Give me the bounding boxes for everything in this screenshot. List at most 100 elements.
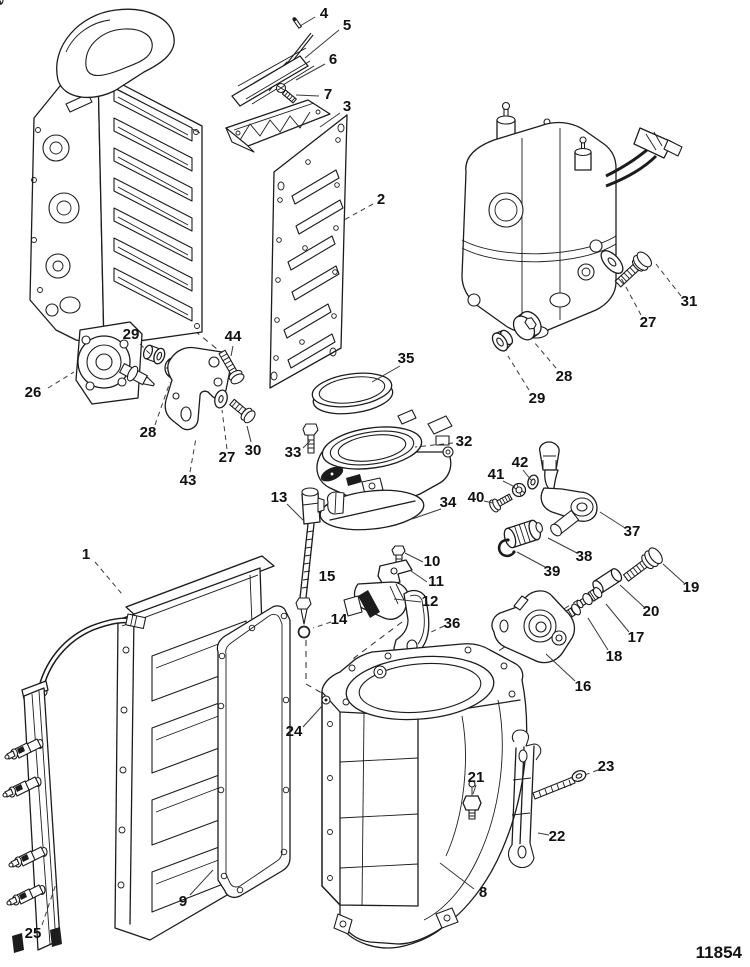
bracket-43 — [164, 346, 232, 431]
callout-leader-3 — [319, 112, 341, 128]
reed-screw-7 — [275, 82, 297, 104]
sensor-shaft-15 — [295, 523, 315, 625]
fuel-rail-25 — [0, 0, 147, 953]
callout-18: 18 — [606, 648, 623, 665]
callout-leader-37 — [599, 511, 626, 529]
callout-leader-1 — [94, 561, 123, 595]
callout-leader-26 — [47, 371, 75, 389]
callout-25: 25 — [25, 925, 42, 942]
callout-10: 10 — [424, 553, 441, 570]
reed-shim-plates-6 — [231, 47, 315, 107]
bolt-30 — [229, 398, 256, 424]
callout-27: 27 — [219, 449, 236, 466]
callout-leader-16 — [545, 653, 576, 682]
callout-leader-36 — [426, 625, 445, 635]
bracket-22 — [507, 729, 542, 869]
callout-leader-40 — [483, 500, 494, 504]
callout-31: 31 — [681, 293, 698, 310]
clip-39 — [497, 538, 516, 558]
callout-22: 22 — [549, 828, 566, 845]
callout-leader-23 — [581, 769, 599, 777]
callout-leader-21 — [472, 784, 477, 795]
callout-leader-44 — [230, 345, 234, 357]
bolt-31 — [614, 251, 653, 288]
harness-connector — [633, 127, 673, 159]
callout-leader-29 — [139, 343, 151, 355]
callout-6: 6 — [329, 51, 337, 68]
callout-14: 14 — [331, 611, 348, 628]
callout-7: 7 — [324, 86, 332, 103]
bracket-16 — [491, 590, 576, 664]
grommet-29-right — [491, 329, 514, 352]
callout-13: 13 — [271, 489, 288, 506]
callout-36: 36 — [444, 615, 461, 632]
callout-29: 29 — [123, 326, 140, 343]
callout-leader-18 — [587, 617, 609, 651]
callout-26: 26 — [25, 384, 42, 401]
callout-leader-24 — [302, 705, 323, 728]
sensor-13 — [301, 487, 325, 525]
callout-42: 42 — [512, 454, 529, 471]
callout-leader-4 — [299, 16, 316, 27]
callout-1: 1 — [82, 546, 90, 563]
throttle-plate-34 — [319, 489, 425, 531]
callout-28: 28 — [556, 368, 573, 385]
callout-leader-7 — [295, 94, 320, 97]
callout-5: 5 — [343, 17, 351, 34]
clamp-11 — [377, 559, 413, 587]
divider-plate-2 — [269, 114, 348, 389]
sensor-clip — [326, 491, 345, 515]
callout-3: 3 — [343, 98, 351, 115]
tps-sensor-12 — [343, 581, 409, 620]
callout-leader-14 — [312, 621, 332, 629]
bushing-38 — [503, 519, 543, 549]
callout-leader-19 — [662, 563, 685, 584]
callout-leader-43 — [189, 437, 197, 473]
callout-11: 11 — [428, 573, 444, 590]
spacer-29-left — [142, 344, 166, 365]
callout-19: 19 — [683, 579, 700, 596]
washer-27-right — [600, 250, 624, 274]
callout-34: 34 — [440, 494, 457, 511]
callout-32: 32 — [456, 433, 473, 450]
callout-leader-5 — [304, 29, 340, 59]
reed-block-3 — [225, 99, 331, 153]
callout-15: 15 — [319, 568, 336, 585]
callout-27: 27 — [640, 314, 657, 331]
callout-leader-41 — [502, 480, 516, 488]
callout-leader-20 — [619, 584, 645, 608]
callout-leader-30 — [246, 425, 252, 443]
callout-38: 38 — [576, 548, 593, 565]
gasket-9 — [216, 605, 291, 898]
callout-leader-28 — [533, 341, 557, 369]
drawing-number: 11854 — [696, 943, 743, 962]
callout-leader-38 — [547, 537, 578, 554]
bolt-23 — [532, 770, 587, 800]
callout-8: 8 — [479, 884, 487, 901]
callout-leader-32 — [414, 442, 454, 448]
callout-leader-35 — [371, 365, 401, 383]
bushing-28-right — [512, 310, 542, 341]
callout-23: 23 — [598, 758, 615, 775]
callout-35: 35 — [398, 350, 415, 367]
callout-leader-13 — [286, 503, 305, 522]
callout-30: 30 — [245, 442, 262, 459]
callout-4: 4 — [320, 5, 329, 22]
callout-leader-25 — [41, 883, 57, 926]
callout-leader-27 — [221, 409, 228, 450]
callout-16: 16 — [575, 678, 592, 695]
fitting-21 — [462, 780, 482, 820]
pin-4 — [292, 17, 302, 29]
pulse-fuel-pump-26 — [75, 321, 155, 405]
callout-leader-42 — [522, 469, 532, 481]
callout-leader-27 — [619, 275, 642, 316]
callout-40: 40 — [468, 489, 485, 506]
callout-leader-17 — [605, 603, 630, 633]
callout-33: 33 — [285, 444, 302, 461]
callout-41: 41 — [488, 466, 505, 483]
callout-37: 37 — [624, 523, 641, 540]
callout-leader-6 — [295, 63, 326, 81]
callout-leader-2 — [343, 203, 374, 221]
washer-27-left — [214, 389, 228, 409]
